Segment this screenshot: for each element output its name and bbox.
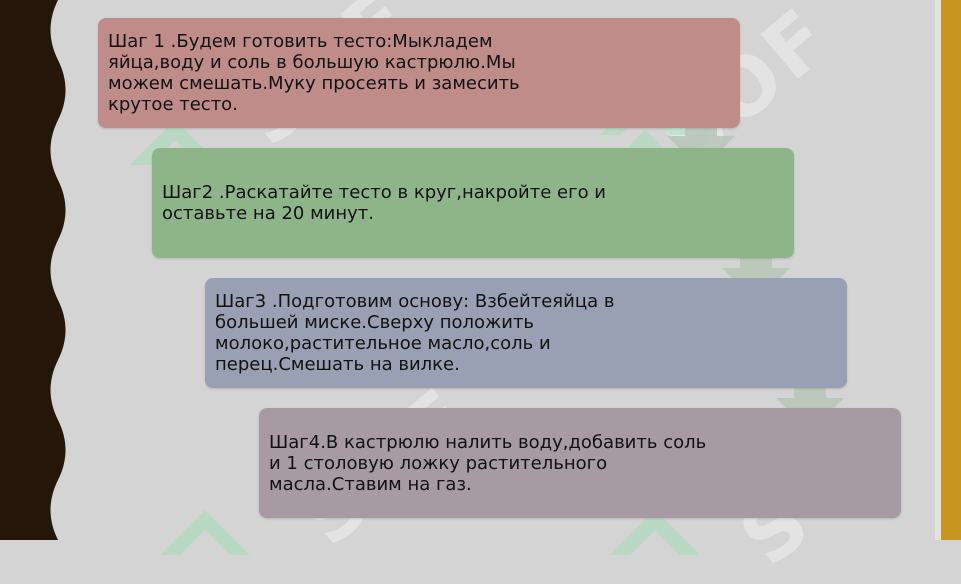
right-decorative-bar (935, 0, 961, 540)
step-1-box: Шаг 1 .Будем готовить тесто:Мыкладем яйц… (98, 18, 740, 128)
step-4-text: Шаг4.В кастрюлю налить воду,добавить сол… (269, 431, 707, 495)
step-3-box: Шаг3 .Подготовим основу: Взбейтеяйца в б… (205, 278, 847, 388)
step-2-box: Шаг2 .Раскатайте тесто в круг,накройте е… (152, 148, 794, 258)
step-2-text: Шаг2 .Раскатайте тесто в круг,накройте е… (162, 182, 606, 224)
watermark-logo-icon (160, 510, 250, 555)
step-3-text: Шаг3 .Подготовим основу: Взбейтеяйца в б… (215, 291, 615, 375)
step-4-box: Шаг4.В кастрюлю налить воду,добавить сол… (259, 408, 901, 518)
step-1-text: Шаг 1 .Будем готовить тесто:Мыкладем яйц… (108, 31, 520, 115)
left-decorative-edge (0, 0, 70, 540)
